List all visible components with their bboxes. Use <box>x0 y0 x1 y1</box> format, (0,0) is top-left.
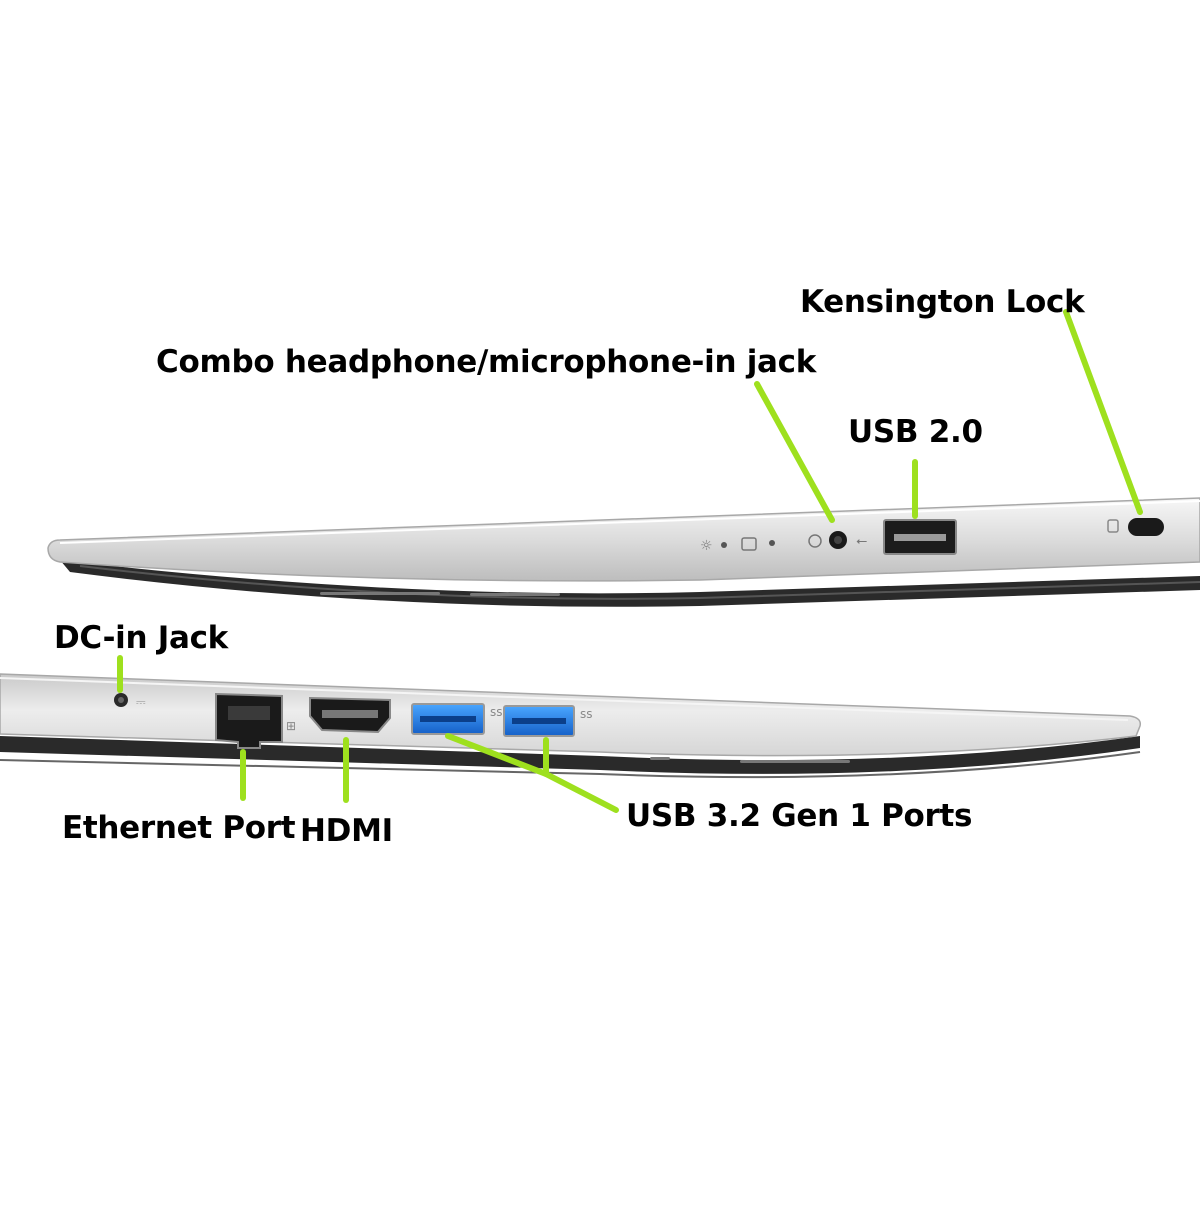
usb2-label: USB 2.0 <box>848 414 983 450</box>
usb32-label: USB 3.2 Gen 1 Ports <box>626 798 973 834</box>
usb-ss-icon-2: ss <box>580 707 593 721</box>
network-icon: ⊞ <box>286 719 296 733</box>
status-indicators: ☼ <box>700 537 775 554</box>
bottom-base-shadow <box>0 736 1140 774</box>
laptop-right-side: ☼ ⭠ <box>47 497 1200 607</box>
kensington-lock-label: Kensington Lock <box>800 284 1085 320</box>
bottom-base-edge <box>0 751 1141 779</box>
leader-combo-jack <box>754 381 835 523</box>
battery-led <box>769 540 775 546</box>
usb2-port-tongue <box>894 534 946 541</box>
bottom-highlight <box>0 677 1129 721</box>
top-highlight <box>59 500 1200 544</box>
leader-kensington <box>1063 309 1143 515</box>
bottom-vents <box>650 757 850 763</box>
dc-in-label: DC-in Jack <box>54 620 228 656</box>
headphone-icon <box>808 534 822 548</box>
usb-ss-icon-1: ss <box>490 705 503 719</box>
top-chassis <box>47 497 1200 582</box>
ethernet-port <box>215 692 283 749</box>
power-led-icon: ☼ <box>700 538 713 554</box>
top-vents <box>320 592 560 596</box>
lock-icon <box>1107 519 1119 533</box>
dc-symbol-icon: ⎓ <box>136 695 146 709</box>
callout-lines <box>117 309 1143 813</box>
kensington-slot <box>1128 518 1164 536</box>
battery-led-icon <box>741 537 757 551</box>
usb-symbol-icon: ⭠ <box>856 533 867 549</box>
laptop-left-side: ⎓ ⊞ ss ss <box>0 673 1142 779</box>
power-led <box>721 542 727 548</box>
combo-jack-label: Combo headphone/microphone-in jack <box>156 344 817 380</box>
hdmi-label: HDMI <box>300 813 393 849</box>
ethernet-label: Ethernet Port <box>62 810 296 846</box>
top-base-shadow <box>60 560 1200 607</box>
